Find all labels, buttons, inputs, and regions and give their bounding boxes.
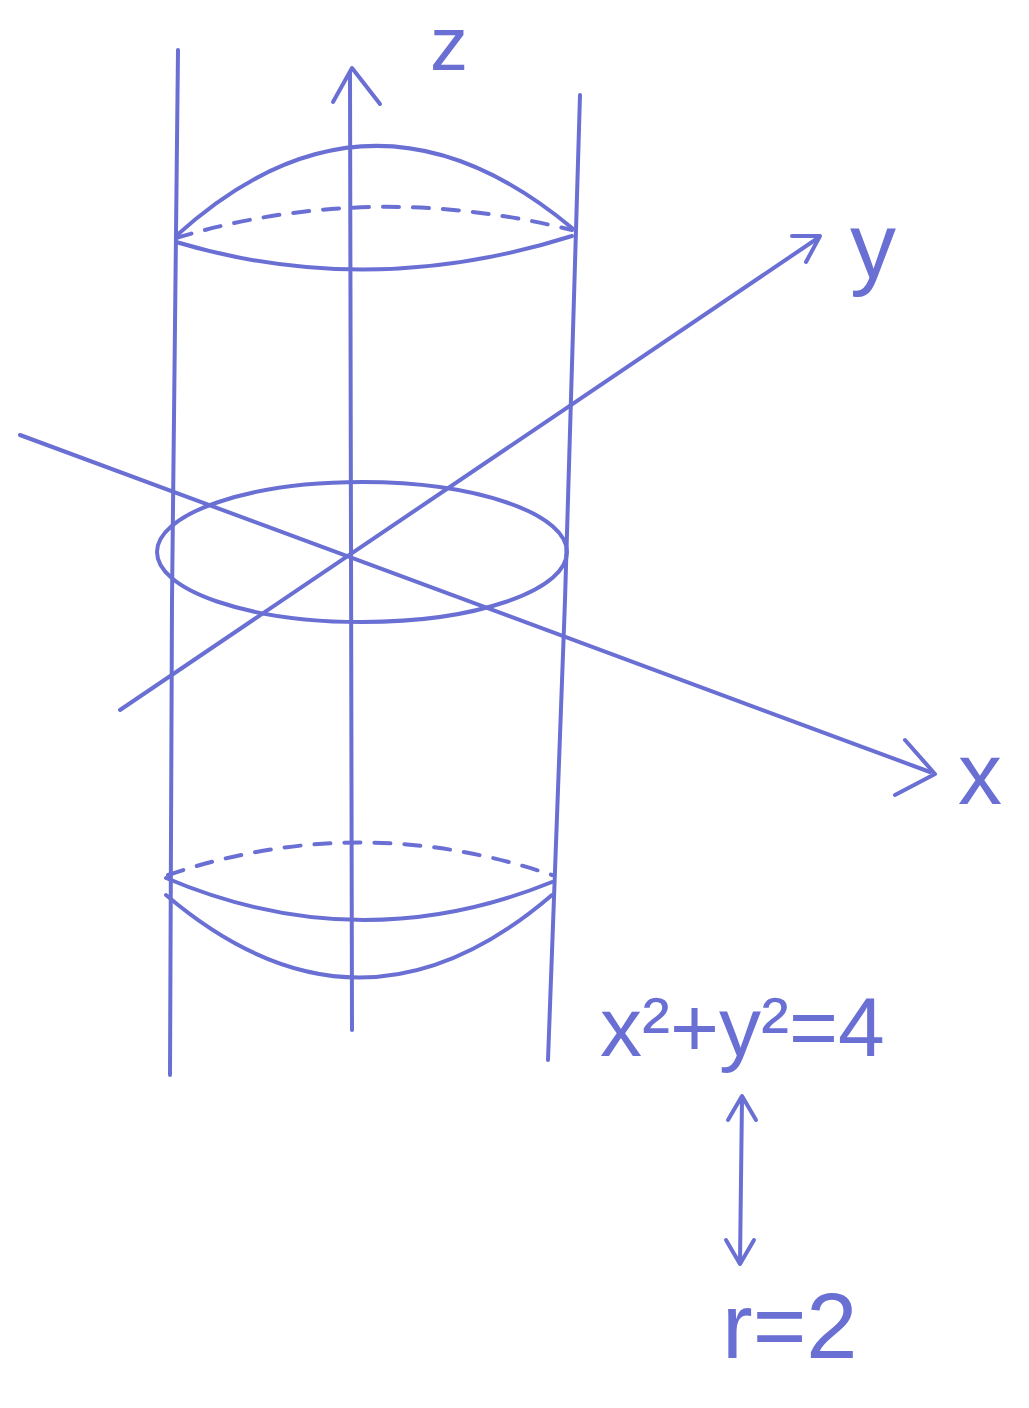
label-text: z — [430, 1, 468, 86]
y-axis — [120, 238, 818, 710]
arrowhead — [726, 1240, 754, 1264]
axis-arrowhead — [792, 236, 820, 262]
x-axis — [20, 435, 930, 772]
axis-label: z — [430, 6, 468, 82]
top-cap-front — [176, 236, 572, 270]
label-text: x — [958, 724, 1002, 823]
label-text: y — [850, 195, 896, 297]
bottom-cap-front — [166, 878, 552, 920]
bottom-cap-back — [168, 843, 552, 876]
label-text: x²+y²=4 — [600, 980, 885, 1074]
cylinder-wall — [170, 50, 178, 1075]
equation-label: x²+y²=4 — [600, 985, 885, 1069]
equivalence-arrow — [740, 1098, 742, 1262]
top-cap-back — [176, 207, 572, 238]
axis-label: y — [850, 200, 896, 292]
axis-label: x — [958, 730, 1002, 818]
arrowhead — [728, 1096, 756, 1120]
radius-label: r=2 — [722, 1280, 858, 1372]
axis-arrowhead — [333, 68, 380, 104]
cross-section-ellipse — [157, 482, 567, 622]
axis-arrowhead — [895, 740, 935, 795]
bottom-cap — [166, 895, 552, 978]
label-text: r=2 — [722, 1275, 858, 1377]
